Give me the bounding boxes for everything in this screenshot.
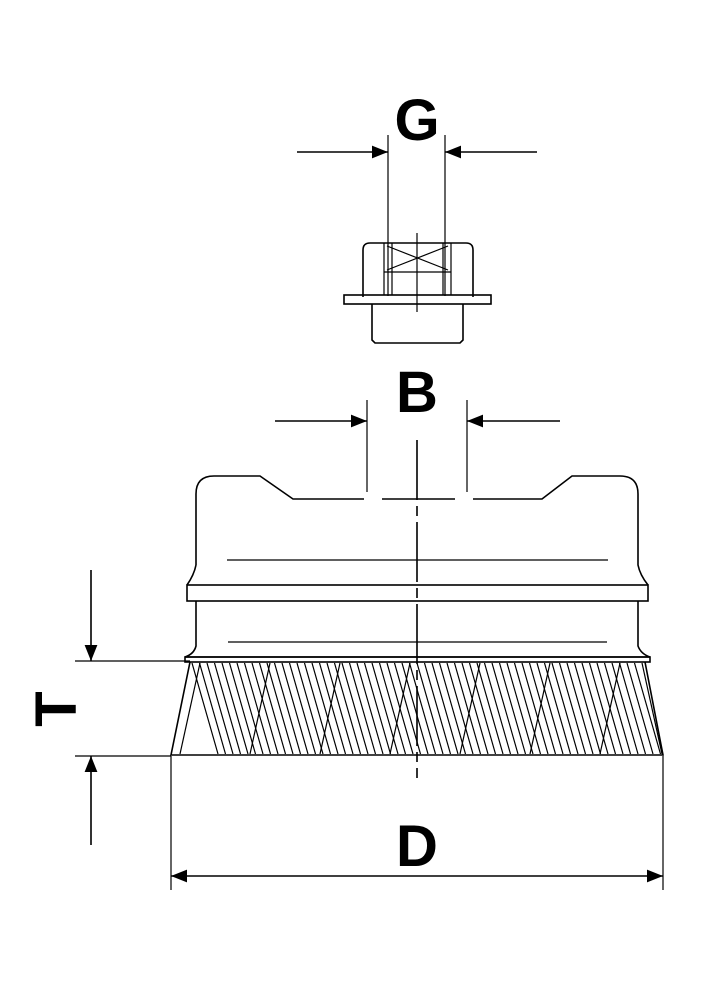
label-g: G — [394, 88, 439, 153]
dimension-t: T — [24, 570, 190, 845]
wire-line — [273, 662, 302, 755]
wire-line — [378, 662, 407, 755]
wire-line — [558, 662, 587, 755]
wire-line — [626, 662, 654, 755]
dimension-g: G — [297, 88, 537, 296]
wire-line — [213, 662, 242, 755]
wire-line — [356, 662, 384, 755]
wire-line — [498, 662, 527, 755]
wire-line — [243, 662, 272, 755]
wire-line — [529, 662, 551, 755]
wire-line — [423, 662, 452, 755]
wire-line — [459, 662, 481, 755]
wire-line — [179, 662, 201, 755]
wire-line — [281, 662, 309, 755]
wire-line — [198, 662, 227, 755]
wire-line — [348, 662, 377, 755]
wire-line — [566, 662, 594, 755]
wire-line — [228, 662, 257, 755]
wire-line — [393, 662, 422, 755]
wire-line — [618, 662, 647, 755]
wire-line — [311, 662, 339, 755]
wire-line — [401, 662, 429, 755]
wire-line — [326, 662, 354, 755]
wire-line — [221, 662, 249, 755]
wire-line — [483, 662, 512, 755]
wire-line — [446, 662, 474, 755]
dimension-d: D — [170, 756, 664, 890]
wire-line — [521, 662, 549, 755]
wire-line — [633, 662, 662, 755]
wire-line — [536, 662, 564, 755]
wire-line — [573, 662, 602, 755]
wire-line — [528, 662, 557, 755]
wire-line — [296, 662, 324, 755]
wire-line — [303, 662, 332, 755]
wire-line — [288, 662, 317, 755]
wire-line — [476, 662, 504, 755]
flange-nut — [343, 233, 492, 344]
wire-line — [431, 662, 459, 755]
wire-line — [641, 662, 663, 755]
brush-wires — [170, 661, 664, 756]
wire-line — [438, 662, 467, 755]
wire-line — [236, 662, 264, 755]
wire-line — [318, 662, 347, 755]
wire-line — [543, 662, 572, 755]
wire-line — [611, 662, 639, 755]
wire-line — [603, 662, 632, 755]
wire-line — [491, 662, 519, 755]
wire-line — [453, 662, 482, 755]
wire-line — [389, 662, 411, 755]
wire-line — [416, 662, 444, 755]
wire-line — [468, 662, 497, 755]
wire-line — [506, 662, 534, 755]
wire-line — [408, 662, 437, 755]
wire-line — [513, 662, 542, 755]
wire-line — [588, 662, 617, 755]
wire-line — [371, 662, 399, 755]
wire-line — [461, 662, 489, 755]
wire-line — [249, 662, 271, 755]
wire-line — [266, 662, 294, 755]
wire-line — [258, 662, 287, 755]
label-d: D — [396, 814, 438, 879]
wire-line — [581, 662, 609, 755]
label-b: B — [396, 360, 438, 425]
dimension-b: B — [275, 360, 560, 492]
wire-line — [599, 662, 621, 755]
wire-line — [363, 662, 392, 755]
label-t: T — [24, 691, 89, 726]
cup-body — [184, 440, 651, 778]
wire-line — [319, 662, 341, 755]
wire-line — [551, 662, 579, 755]
wire-line — [191, 662, 219, 755]
wire-line — [206, 662, 234, 755]
wire-line — [341, 662, 369, 755]
wire-line — [251, 662, 279, 755]
wire-line — [333, 662, 362, 755]
